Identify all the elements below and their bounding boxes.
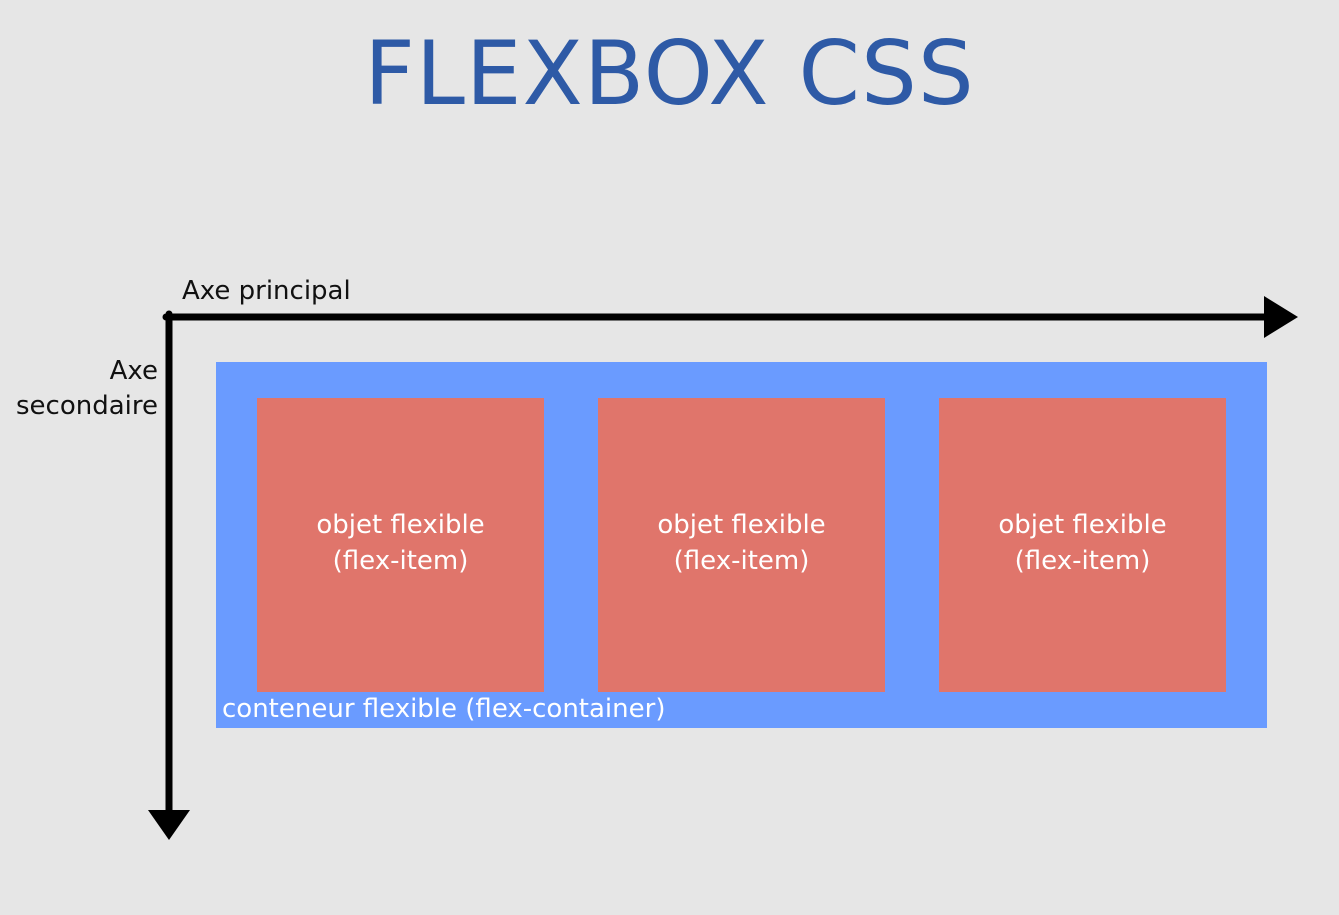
- cross-axis-arrowhead: [148, 810, 190, 840]
- flex-item-label-line2: (flex-item): [673, 546, 810, 576]
- flex-container-box: objet flexible (flex-item) objet flexibl…: [216, 362, 1267, 728]
- flex-item-box: objet flexible (flex-item): [598, 398, 885, 692]
- flex-item-box: objet flexible (flex-item): [939, 398, 1226, 692]
- page-title: FLEXBOX CSS: [364, 22, 975, 125]
- flex-item-label-line1: objet flexible: [657, 510, 826, 540]
- flex-item-label-line1: objet flexible: [998, 510, 1167, 540]
- flex-item-label-line2: (flex-item): [1014, 546, 1151, 576]
- cross-axis-label-line1: Axe: [109, 356, 158, 386]
- main-axis-label: Axe principal: [182, 276, 351, 306]
- main-axis-arrowhead: [1264, 296, 1298, 338]
- cross-axis-label: Axe secondaire: [8, 354, 158, 424]
- flex-container-label: conteneur flexible (flex-container): [222, 694, 666, 724]
- flex-item-label-line1: objet flexible: [316, 510, 485, 540]
- cross-axis-label-line2: secondaire: [16, 391, 158, 421]
- flex-item-label-line2: (flex-item): [332, 546, 469, 576]
- flex-item-box: objet flexible (flex-item): [257, 398, 544, 692]
